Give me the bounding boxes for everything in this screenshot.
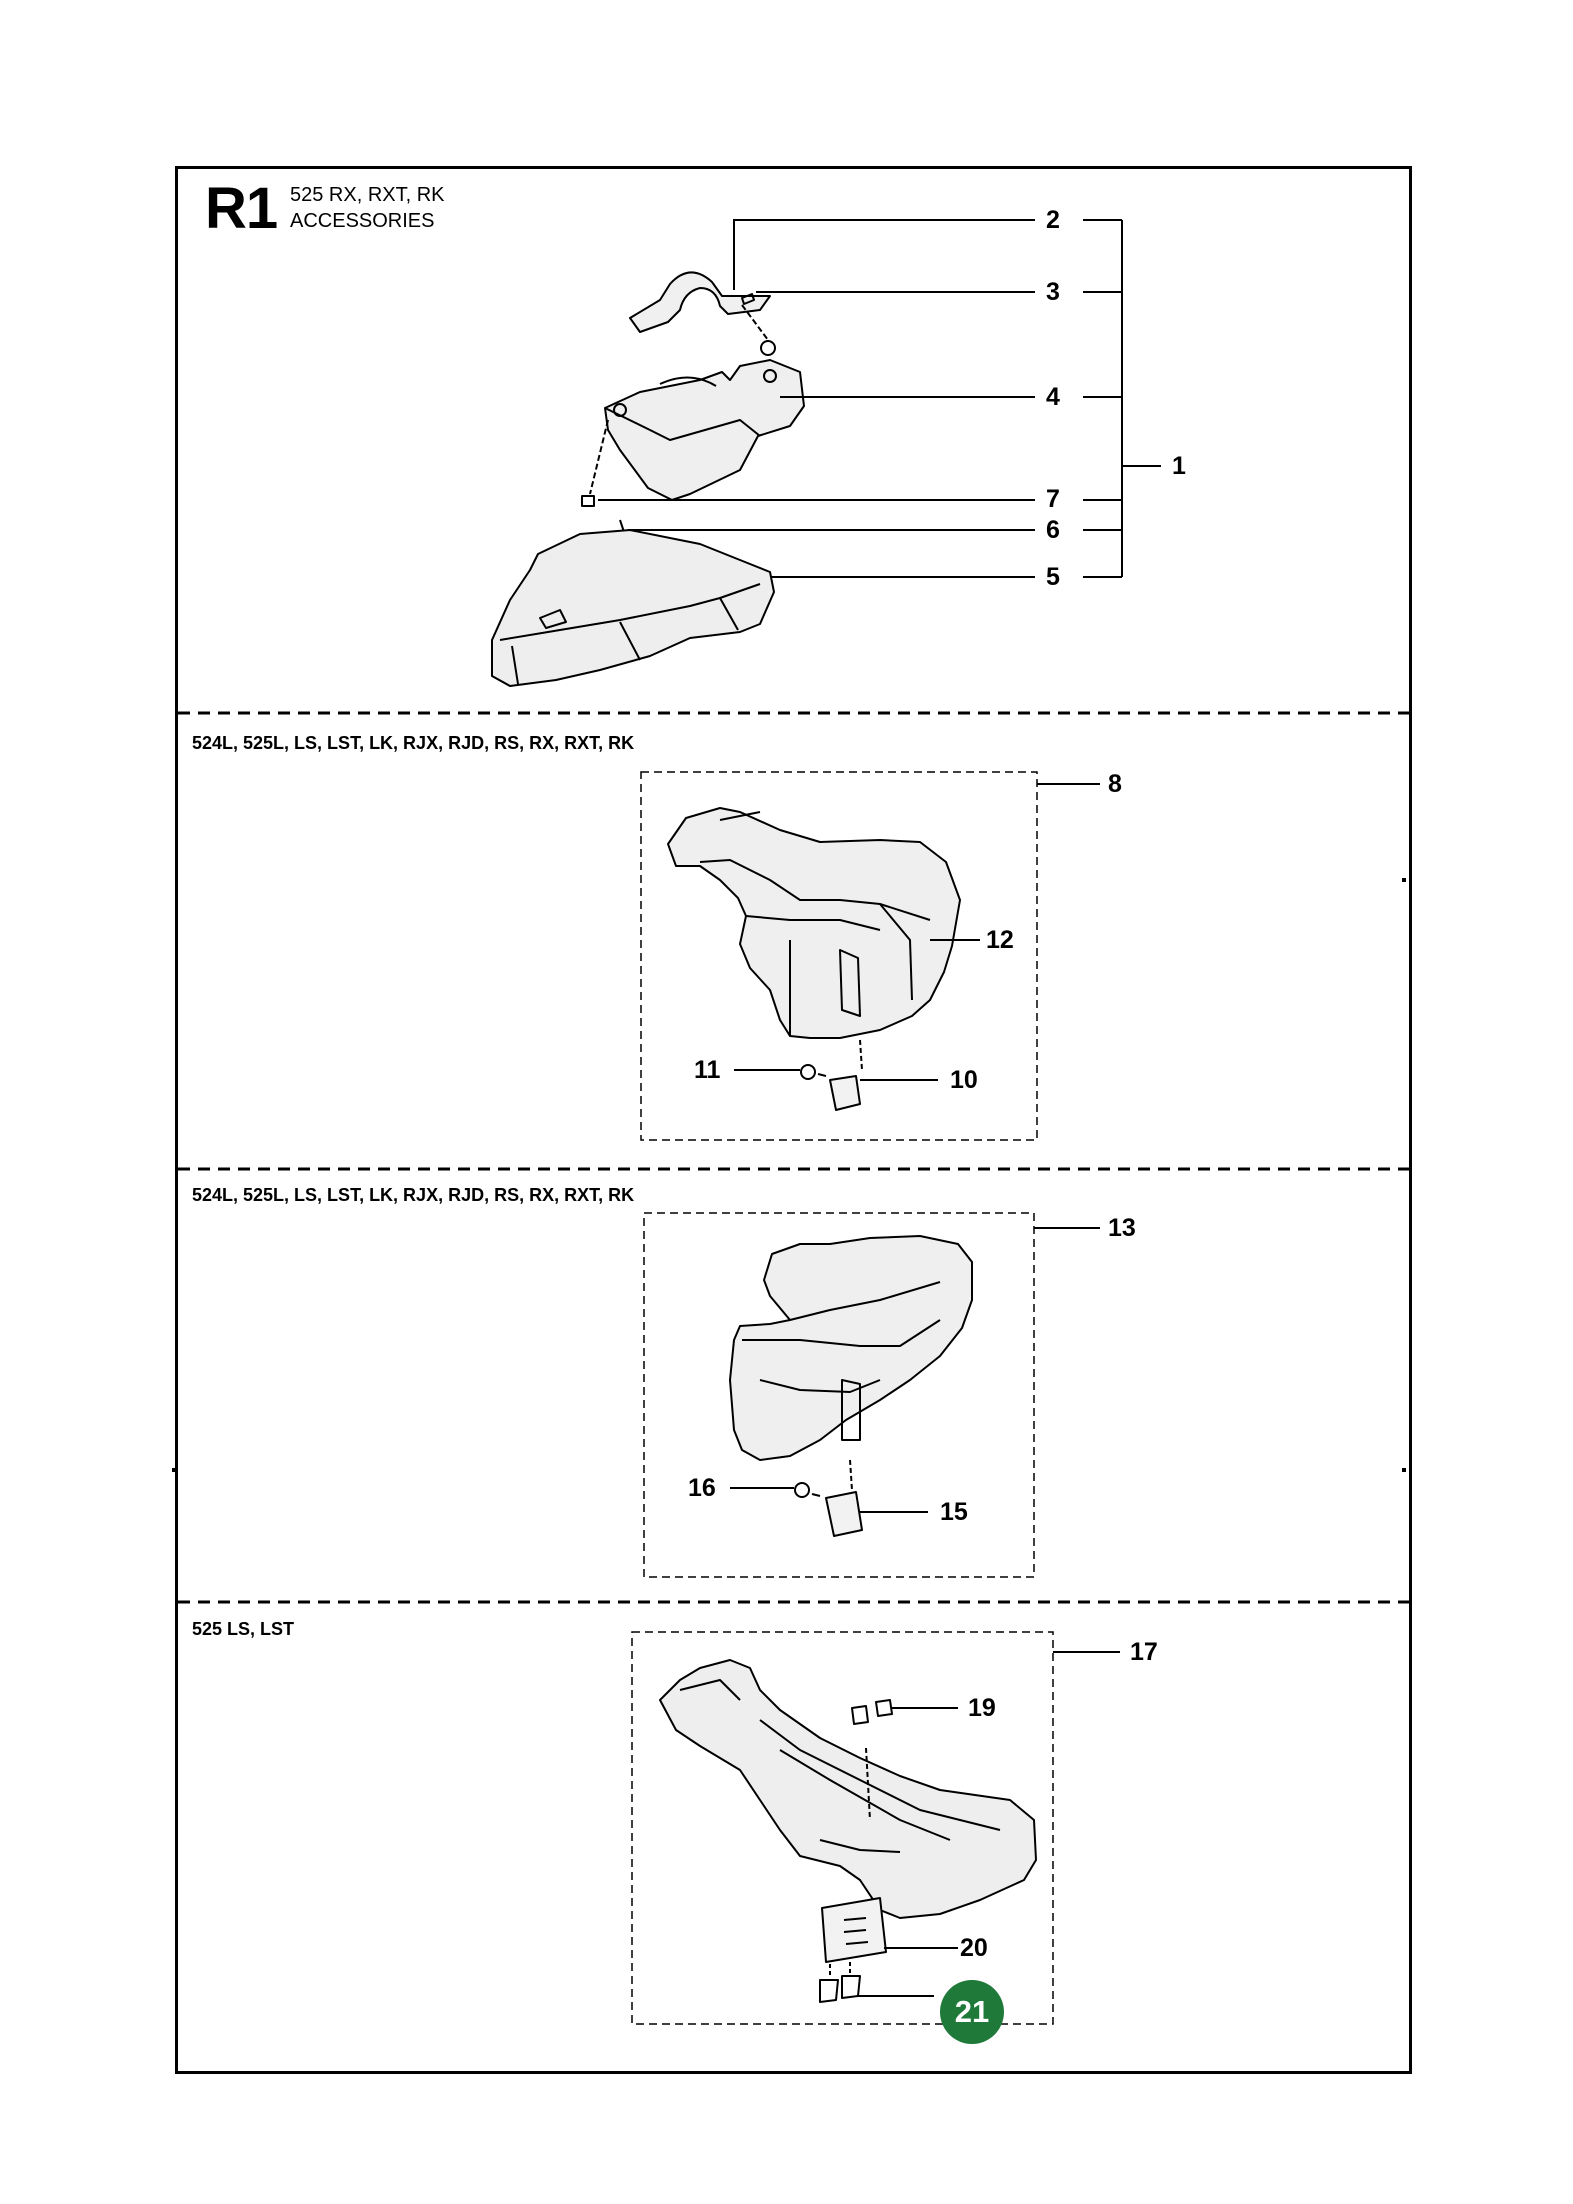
callout-leaders-g1 [598, 219, 1161, 578]
callout-8: 8 [1108, 770, 1122, 798]
group-header-2: 524L, 525L, LS, LST, LK, RJX, RJD, RS, R… [192, 733, 635, 753]
kit-box-13 [643, 1212, 1035, 1578]
callout-4: 4 [1046, 383, 1060, 411]
kit-box-17 [631, 1631, 1054, 2025]
page-code: R1 [205, 176, 278, 241]
callout-10: 10 [950, 1066, 978, 1094]
kit-boxes [631, 771, 1054, 2025]
callout-leaders-g4 [858, 1651, 1120, 1997]
callout-13: 13 [1108, 1214, 1136, 1242]
callout-19: 19 [968, 1694, 996, 1722]
group-header-4: 525 LS, LST [192, 1619, 295, 1639]
callout-3: 3 [1046, 278, 1060, 306]
guard-assembly [491, 271, 805, 687]
callout-21-highlighted[interactable]: 21 [940, 1980, 1004, 2044]
callout-leaders-g2 [734, 783, 1100, 1081]
guard-8 [667, 807, 961, 1111]
drawing-frame [175, 166, 1412, 2074]
callout-17: 17 [1130, 1638, 1158, 1666]
edge-ticks [172, 878, 1406, 1472]
callout-6: 6 [1046, 516, 1060, 544]
guard-17 [659, 1659, 1037, 2003]
callout-1: 1 [1172, 452, 1186, 480]
callout-7: 7 [1046, 485, 1060, 513]
callout-15: 15 [940, 1498, 968, 1526]
callout-16: 16 [688, 1474, 716, 1502]
callout-12: 12 [986, 926, 1014, 954]
callout-11: 11 [694, 1056, 721, 1084]
callout-2: 2 [1046, 206, 1060, 234]
callout-5: 5 [1046, 563, 1060, 591]
model-title: 525 RX, RXT, RK [290, 184, 445, 206]
group-header-3: 524L, 525L, LS, LST, LK, RJX, RJD, RS, R… [192, 1185, 635, 1205]
guard-13 [729, 1235, 973, 1537]
section-dividers [178, 711, 1409, 1604]
callout-20: 20 [960, 1934, 988, 1962]
callout-leaders-g3 [730, 1227, 1100, 1513]
section-title: ACCESSORIES [290, 210, 435, 232]
kit-box-8 [640, 771, 1038, 1141]
